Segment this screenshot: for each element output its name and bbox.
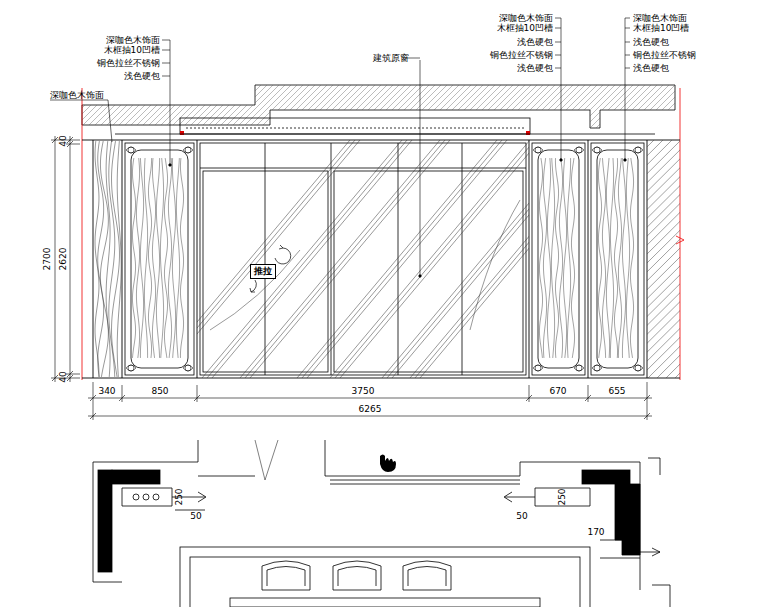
wall-outline [82,140,680,378]
dimension: 250 [558,488,567,505]
wall-hatch [647,140,680,378]
material-callout: 浅色硬包 [124,72,160,81]
material-callout: 木框抽10凹槽 [104,46,160,55]
operation-tag: 推拉 [250,264,276,279]
material-callout: 木框抽10凹槽 [633,24,689,33]
material-callout: 木框抽10凹槽 [497,24,553,33]
material-callout: 浅色硬包 [517,38,553,47]
node-text: 推拉 [254,267,272,276]
material-callout: 建筑原窗 [373,54,409,63]
dimension: 670 [549,387,566,396]
dimension: 3750 [352,387,375,396]
dimension-lines [51,136,652,420]
dimension: 6265 [359,405,382,414]
dimension: 2700 [43,248,52,271]
material-callout: 铜色拉丝不锈钢 [97,59,160,68]
material-callout: 浅色硬包 [517,64,553,73]
dimension: 850 [151,387,168,396]
building-edge [82,88,684,380]
material-callout: 铜色拉丝不锈钢 [633,51,696,60]
dimension: 170 [587,528,604,537]
material-callout: 铜色拉丝不锈钢 [490,51,553,60]
dimension: 250 [175,488,184,505]
material-callout: 深咖色木饰面 [50,91,104,100]
leader-lines [50,18,630,166]
ceiling-section [60,82,760,135]
material-callout: 浅色硬包 [633,38,669,47]
wall-panels [125,143,644,375]
material-callout: 浅色硬包 [633,64,669,73]
dimension: 40 [59,371,68,382]
floor-plan [93,440,670,607]
wood-grain [95,141,121,377]
dimension: 2620 [59,248,68,271]
dimension: 655 [608,387,625,396]
dimension: 340 [98,387,115,396]
dimension: 50 [516,512,527,521]
dimension: 40 [59,135,68,146]
material-callout: 深咖色木饰面 [633,14,687,23]
material-callout: 深咖色木饰面 [106,36,160,45]
window-elevation [150,60,620,378]
dimension: 50 [190,512,201,521]
material-callout: 深咖色木饰面 [499,14,553,23]
